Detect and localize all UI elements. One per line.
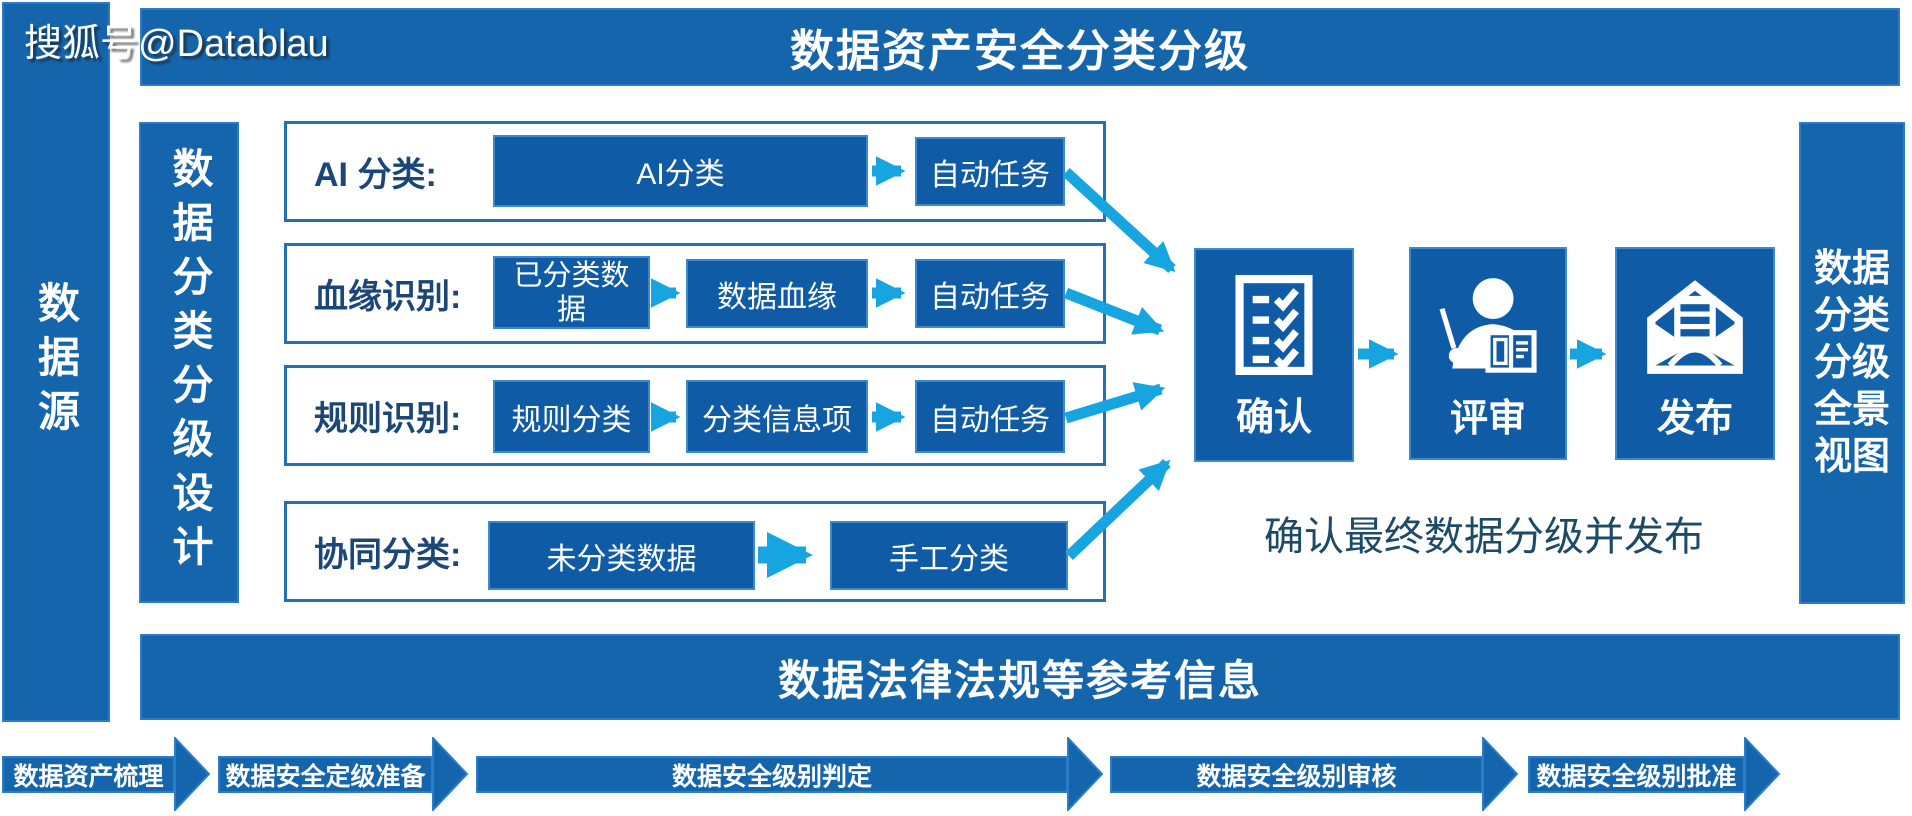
- row-label-rule: 规则识别:: [314, 400, 462, 438]
- row-label-lineage: 血缘识别:: [314, 278, 462, 316]
- classification-design-bar: 数据分类分级设计: [139, 122, 239, 603]
- panorama-line: 分类: [1813, 294, 1890, 337]
- datasource-bar: 数据源: [2, 2, 110, 722]
- publish-envelope-icon: [1647, 280, 1743, 374]
- header-bar: 数据资产安全分类分级: [140, 8, 1900, 86]
- chevron-arrow-icon: [1482, 737, 1519, 811]
- watermark-text: 搜狐号@Datablau: [24, 23, 329, 65]
- box-manual-classification: 手工分类: [830, 521, 1068, 590]
- stage-publish: 发布: [1615, 247, 1775, 460]
- box-ai-classification: AI分类: [493, 135, 868, 207]
- process-step-4: 数据安全级别审核: [1110, 756, 1483, 793]
- classification-design-label: 数据分类分级设计: [166, 146, 212, 579]
- chevron-arrow-icon: [174, 737, 211, 811]
- chevron-arrow-icon: [1744, 737, 1781, 811]
- box-classified-data-label: 已分类数据: [513, 259, 630, 326]
- panorama-line: 视图: [1813, 435, 1890, 478]
- stage-publish-label: 发布: [1656, 398, 1733, 440]
- datasource-label: 数据源: [32, 281, 80, 443]
- row-label-collaborative: 协同分类:: [314, 536, 462, 574]
- box-auto-task-1: 自动任务: [915, 137, 1065, 206]
- reference-info-bar: 数据法律法规等参考信息: [140, 634, 1900, 720]
- box-rule-classification: 规则分类: [493, 380, 650, 453]
- reviewer-icon: [1439, 278, 1537, 373]
- stage-review: 评审: [1409, 247, 1567, 460]
- box-unclassified-data: 未分类数据: [488, 521, 755, 590]
- confirm-publish-note: 确认最终数据分级并发布: [1264, 515, 1704, 559]
- row-label-ai: AI 分类:: [314, 156, 437, 194]
- chevron-arrow-icon: [432, 737, 469, 811]
- stage-confirm: 确认: [1194, 248, 1354, 462]
- panorama-line: 分级: [1813, 341, 1890, 384]
- stage-confirm-label: 确认: [1235, 397, 1312, 439]
- panorama-line: 全景: [1813, 388, 1890, 431]
- box-auto-task-3: 自动任务: [915, 380, 1065, 453]
- box-auto-task-2: 自动任务: [915, 259, 1065, 328]
- process-step-2: 数据安全定级准备: [218, 756, 433, 793]
- process-step-3: 数据安全级别判定: [476, 756, 1068, 793]
- panorama-line: 数据: [1813, 247, 1890, 290]
- page-title: 数据资产安全分类分级: [790, 27, 1250, 76]
- box-classification-info-item: 分类信息项: [686, 380, 868, 453]
- box-classified-data: 已分类数据: [493, 256, 650, 329]
- box-data-lineage: 数据血缘: [686, 259, 868, 328]
- process-step-5: 数据安全级别批准: [1528, 756, 1745, 793]
- process-step-1: 数据资产梳理: [2, 756, 175, 793]
- panorama-view-bar: 数据 分类 分级 全景 视图: [1799, 122, 1905, 604]
- stage-review-label: 评审: [1449, 398, 1526, 440]
- checklist-icon: [1235, 274, 1313, 376]
- chevron-arrow-icon: [1067, 737, 1104, 811]
- reference-info-title: 数据法律法规等参考信息: [777, 656, 1262, 704]
